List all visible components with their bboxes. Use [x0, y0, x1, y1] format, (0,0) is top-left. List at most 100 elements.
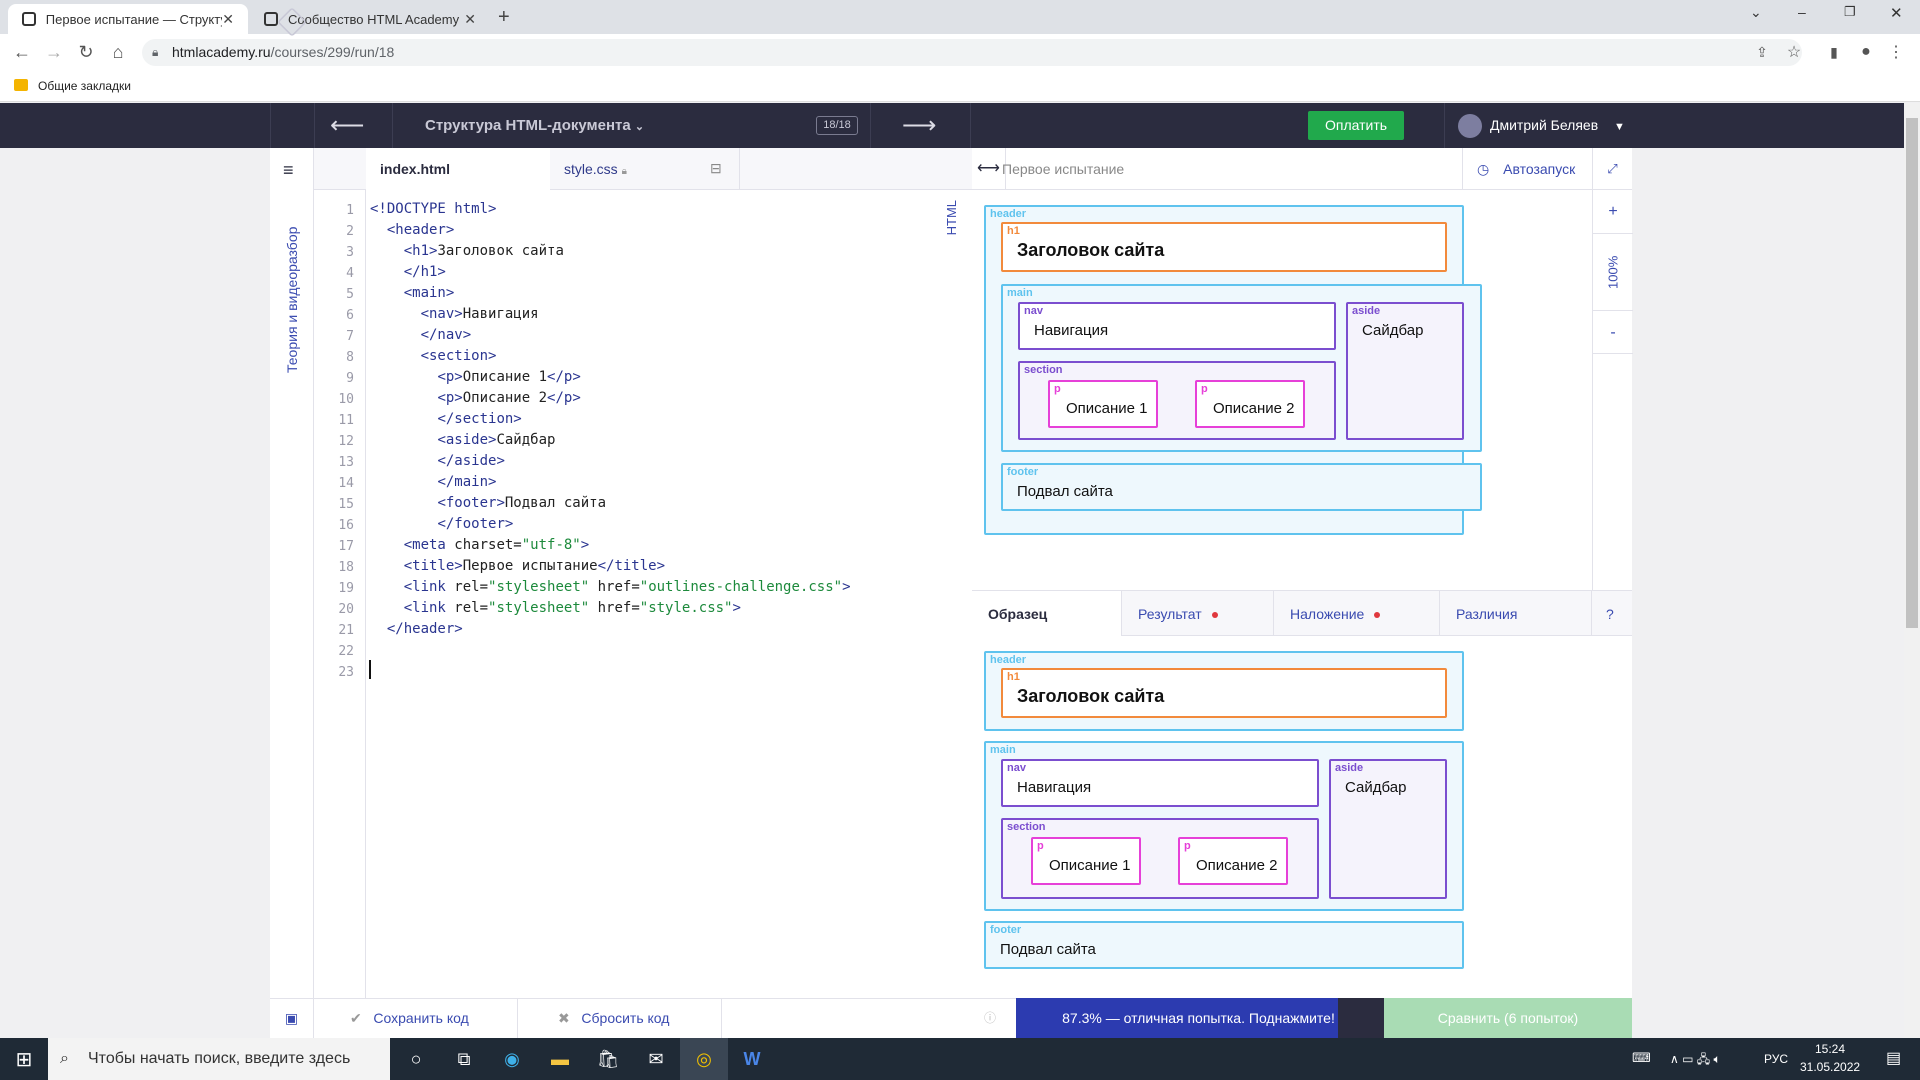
minimize-icon[interactable]: – — [1798, 4, 1806, 20]
reset-code-button[interactable]: ✖ Сбросить код — [558, 998, 722, 1039]
avatar[interactable] — [1458, 114, 1482, 138]
fullscreen-icon[interactable]: ⤢ — [1592, 148, 1632, 190]
mail-icon[interactable]: ✉ — [648, 1048, 664, 1069]
close-tab-icon[interactable]: ✕ — [222, 10, 234, 27]
resize-panels-icon[interactable]: ⟷ — [972, 148, 1006, 190]
user-menu[interactable]: Дмитрий Беляев ▼ — [1490, 103, 1625, 150]
home-icon[interactable]: ⌂ — [112, 41, 124, 62]
preview-toolbar: ⟷ Первое испытание ◷ Автозапуск ⤢ — [972, 148, 1632, 190]
browser-tab[interactable]: Сообщество HTML Academy ✕ — [250, 4, 490, 34]
close-tab-icon[interactable]: ✕ — [464, 10, 476, 27]
lock-icon: 🔒︎ — [152, 45, 159, 59]
search-icon: ⌕ — [60, 1050, 69, 1067]
tab-favicon-icon — [264, 12, 278, 26]
tab-overlay-label: Наложение — [1290, 606, 1365, 622]
code-line: <main> — [403, 285, 455, 301]
sidepanel-icon[interactable]: ▮ — [1830, 43, 1838, 60]
compare-button[interactable]: Сравнить (6 попыток) — [1384, 998, 1632, 1039]
close-window-icon[interactable]: ✕ — [1890, 5, 1903, 22]
tab-style-css[interactable]: style.css 🔒︎ — [550, 148, 740, 190]
tab-index-html[interactable]: index.html — [366, 148, 550, 190]
save-code-button[interactable]: ✔ Сохранить код — [350, 998, 518, 1039]
clock-time: 15:24 — [1814, 1042, 1846, 1056]
zoom-out-button[interactable]: - — [1593, 310, 1633, 354]
task-view-icon[interactable]: ⧉ — [457, 1048, 471, 1069]
store-icon[interactable]: 🛍︎ — [596, 1048, 620, 1069]
prev-lesson-arrow[interactable]: ⟵ — [330, 112, 365, 139]
course-title-text: Структура HTML-документа — [425, 117, 631, 134]
tab-result[interactable]: Результат — [1122, 591, 1274, 637]
maximize-icon[interactable]: ❐ — [1844, 4, 1856, 19]
p2-text: Описание 2 — [1196, 857, 1278, 874]
bookmarks-folder-label[interactable]: Общие закладки — [38, 79, 131, 93]
browser-tab-bar — [0, 0, 1920, 34]
help-button[interactable]: ? — [1606, 606, 1614, 622]
taskbar-search-field[interactable]: ⌕Чтобы начать поиск, введите здесь запро… — [48, 1038, 390, 1080]
forward-icon[interactable]: → — [45, 41, 63, 62]
code-editor[interactable] — [314, 190, 972, 998]
p2-text: Описание 2 — [1213, 400, 1295, 417]
split-view-icon[interactable]: ⊟ — [710, 160, 722, 176]
save-code-label: Сохранить код — [373, 1010, 469, 1026]
tray-icons[interactable]: ∧ ▭ 🖧︎ 🔈︎ — [1670, 1052, 1721, 1066]
bookmarks-bar: Общие закладки — [0, 70, 1920, 102]
reload-icon[interactable]: ↻ — [78, 41, 94, 62]
autorun-toggle[interactable]: ◷ Автозапуск — [1462, 148, 1592, 190]
cross-icon: ✖ — [558, 1010, 570, 1026]
zoom-in-button[interactable]: + — [1593, 190, 1633, 234]
nav-text: Навигация — [1017, 779, 1092, 796]
windows-start-icon[interactable]: ⊞ — [15, 1048, 33, 1071]
chrome-icon[interactable]: ◎ — [680, 1038, 728, 1080]
line-number: 14 — [338, 476, 354, 491]
word-icon[interactable]: W — [743, 1048, 761, 1069]
tab-overlay[interactable]: Наложение — [1274, 591, 1440, 637]
tab-search-icon[interactable]: ⌄ — [1750, 4, 1762, 20]
box-label: p — [1184, 840, 1191, 852]
line-number: 5 — [346, 287, 354, 302]
browser-tab-active[interactable]: Первое испытание — Структура ✕ — [8, 4, 248, 34]
next-lesson-arrow[interactable]: ⟶ — [902, 112, 937, 139]
code-line: </main> — [437, 474, 497, 490]
code-line: <p>Описание 2</p> — [437, 390, 581, 406]
theory-video-tab[interactable]: Теория и видеоразбор — [284, 226, 300, 374]
hamburger-menu-icon[interactable]: ≡ — [283, 160, 294, 180]
notifications-icon[interactable]: ▤ — [1886, 1050, 1902, 1067]
menu-dots-icon[interactable]: ⋮ — [1888, 44, 1904, 61]
info-icon[interactable]: ⓘ — [984, 1011, 997, 1025]
check-icon: ✔ — [350, 1010, 362, 1026]
language-indicator[interactable]: РУС — [1764, 1052, 1789, 1066]
comments-icon[interactable]: ▣ — [270, 998, 314, 1039]
box-label: h1 — [1007, 671, 1020, 683]
code-line: <footer>Подвал сайта — [437, 495, 607, 511]
code-line: </footer> — [437, 516, 514, 532]
course-title[interactable]: Структура HTML-документа ⌄ — [425, 103, 644, 150]
file-explorer-icon[interactable]: ▬ — [551, 1048, 569, 1069]
profile-icon[interactable]: ● — [1861, 43, 1871, 60]
autorun-icon: ◷ — [1477, 161, 1490, 177]
lock-icon: 🔒︎ — [621, 166, 627, 177]
tab-sample[interactable]: Образец — [972, 591, 1122, 637]
code-line: <h1>Заголовок сайта — [403, 243, 564, 259]
tab-title: Первое испытание — Структура — [45, 11, 223, 27]
reset-code-label: Сбросить код — [581, 1010, 670, 1026]
share-icon[interactable]: ⇪ — [1756, 43, 1768, 60]
back-icon[interactable]: ← — [13, 41, 31, 62]
scrollbar-thumb[interactable] — [1906, 118, 1918, 628]
url-field[interactable]: 🔒︎ htmlacademy.ru/courses/299/run/18 — [142, 39, 1802, 66]
box-label: main — [990, 744, 1016, 756]
bookmark-star-icon[interactable]: ☆ — [1786, 44, 1802, 61]
status-dot-icon — [1374, 612, 1381, 619]
keyboard-icon[interactable]: ⌨ — [1632, 1050, 1651, 1065]
edge-icon[interactable]: ◉ — [504, 1048, 520, 1069]
code-line: <title>Первое испытание</title> — [403, 558, 666, 574]
code-line: <p>Описание 1</p> — [437, 369, 581, 385]
h1-text: Заголовок сайта — [1017, 686, 1165, 706]
new-tab-button[interactable]: + — [498, 6, 510, 28]
tab-diff[interactable]: Различия — [1440, 591, 1592, 637]
pay-button[interactable]: Оплатить — [1308, 111, 1404, 140]
cortana-icon[interactable]: ○ — [410, 1048, 422, 1069]
